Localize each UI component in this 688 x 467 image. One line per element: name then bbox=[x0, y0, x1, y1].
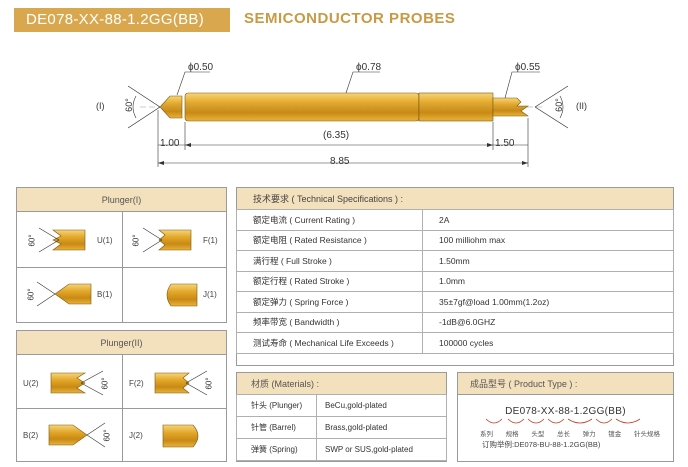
product-type-title: 成品型号 ( Product Type ) : bbox=[458, 373, 673, 395]
end-label-right: (II) bbox=[576, 101, 587, 111]
angle-left-label: 60° bbox=[123, 98, 134, 112]
material-label: 弹簧 (Spring) bbox=[236, 438, 317, 461]
tip-u1-icon bbox=[38, 227, 86, 253]
spec-value: 100 milliohm max bbox=[422, 229, 674, 251]
part-tip: 针头规格 bbox=[633, 431, 660, 438]
spec-label: 额定电流 ( Current Rating ) bbox=[236, 209, 423, 231]
spec-label: 额定行程 ( Rated Stroke ) bbox=[236, 270, 423, 292]
angle-b2: 60° bbox=[102, 429, 112, 442]
material-label: 针管 (Barrel) bbox=[236, 416, 317, 439]
spec-label: 测试寿命 ( Mechanical Life Exceeds ) bbox=[236, 332, 423, 354]
part-force: 弹力 bbox=[582, 431, 596, 438]
material-value: BeCu,gold-plated bbox=[316, 394, 447, 417]
product-code-brackets bbox=[485, 418, 641, 424]
spec-value: 100000 cycles bbox=[422, 332, 674, 354]
materials-title: 材质 (Materials) : bbox=[237, 373, 446, 395]
angle-f1: 60° bbox=[131, 234, 141, 247]
dia-barrel-label: ϕ0.78 bbox=[356, 62, 382, 73]
spec-value: 1.0mm bbox=[422, 270, 674, 292]
angle-f2: 60° bbox=[204, 377, 214, 390]
spec-row: 频率带宽 ( Bandwidth )-1dB@6.0GHZ bbox=[236, 311, 674, 333]
code-u2: U(2) bbox=[23, 379, 39, 388]
spec-row: 满行程 ( Full Stroke )1.50mm bbox=[236, 250, 674, 272]
specs-table: 额定电流 ( Current Rating )2A 额定电阻 ( Rated R… bbox=[236, 209, 674, 354]
materials-table: 针头 (Plunger)BeCu,gold-plated 针管 (Barrel)… bbox=[236, 394, 447, 461]
material-label: 针头 (Plunger) bbox=[236, 394, 317, 417]
tip-f1-icon bbox=[142, 227, 192, 253]
spec-label: 满行程 ( Full Stroke ) bbox=[236, 250, 423, 272]
model-badge: DE078-XX-88-1.2GG(BB) bbox=[14, 8, 230, 32]
end-label-left: (I) bbox=[96, 101, 105, 111]
material-row: 弹簧 (Spring)SWP or SUS,gold-plated bbox=[236, 438, 447, 461]
part-plating: 镀金 bbox=[608, 431, 622, 438]
code-b2: B(2) bbox=[23, 431, 39, 440]
material-value: Brass,gold-plated bbox=[316, 416, 447, 439]
spec-value: -1dB@6.0GHZ bbox=[422, 311, 674, 333]
spec-value: 35±7gf@load 1.00mm(1.2oz) bbox=[422, 291, 674, 313]
angle-b1: 60° bbox=[26, 288, 36, 301]
tip-b2-icon bbox=[48, 422, 106, 448]
code-u1: U(1) bbox=[97, 236, 113, 245]
code-f1: F(1) bbox=[203, 236, 218, 245]
plunger1-panel: Plunger(I) 60° U(1) 60° F(1) 60° B(1) J(… bbox=[16, 187, 227, 323]
specs-panel: 技术要求 ( Technical Specifications ) : 额定电流… bbox=[236, 187, 674, 366]
dim-left: 1.00 bbox=[160, 138, 180, 149]
spec-label: 频率带宽 ( Bandwidth ) bbox=[236, 311, 423, 333]
part-spec: 规格 bbox=[505, 431, 519, 438]
code-f2: F(2) bbox=[129, 379, 144, 388]
order-example: 订购举例:DE078-BU-88-1.2GG(BB) bbox=[482, 440, 601, 449]
materials-panel: 材质 (Materials) : 针头 (Plunger)BeCu,gold-p… bbox=[236, 372, 447, 462]
part-series: 系列 bbox=[480, 431, 493, 438]
product-code: DE078-XX-88-1.2GG(BB) bbox=[505, 406, 626, 417]
dim-mid: (6.35) bbox=[323, 130, 350, 141]
dia-tail-label: ϕ0.55 bbox=[515, 62, 541, 73]
angle-u2: 60° bbox=[100, 377, 110, 390]
angle-right-label: 60° bbox=[553, 98, 564, 112]
code-j2: J(2) bbox=[129, 431, 143, 440]
tip-b1-icon bbox=[36, 281, 92, 307]
part-length: 总长 bbox=[556, 431, 570, 438]
plunger2-title: Plunger(II) bbox=[17, 331, 226, 355]
spec-value: 1.50mm bbox=[422, 250, 674, 272]
tip-u2-icon bbox=[50, 370, 104, 396]
series-title: SEMICONDUCTOR PROBES bbox=[244, 10, 456, 27]
spec-row: 额定电阻 ( Rated Resistance )100 milliohm ma… bbox=[236, 229, 674, 251]
material-value: SWP or SUS,gold-plated bbox=[316, 438, 447, 461]
dim-right: 1.50 bbox=[495, 138, 515, 149]
dim-total: 8.85 bbox=[330, 156, 350, 167]
part-head: 头型 bbox=[531, 431, 545, 438]
product-code-parts: 系列 规格 头型 总长 弹力 镀金 针头规格 bbox=[480, 428, 660, 438]
tip-f2-icon bbox=[154, 370, 208, 396]
plunger2-panel: Plunger(II) U(2) 60° F(2) 60° B(2) 60° J… bbox=[16, 330, 227, 462]
spec-row: 测试寿命 ( Mechanical Life Exceeds )100000 c… bbox=[236, 332, 674, 354]
spec-row: 额定弹力 ( Spring Force )35±7gf@load 1.00mm(… bbox=[236, 291, 674, 313]
plunger1-title: Plunger(I) bbox=[17, 188, 226, 212]
spec-label: 额定弹力 ( Spring Force ) bbox=[236, 291, 423, 313]
dia-tip-label: ϕ0.50 bbox=[188, 62, 214, 73]
tip-j1-icon bbox=[166, 283, 198, 307]
specs-title: 技术要求 ( Technical Specifications ) : bbox=[237, 188, 673, 210]
material-row: 针管 (Barrel)Brass,gold-plated bbox=[236, 416, 447, 439]
angle-u1: 60° bbox=[27, 234, 37, 247]
spec-label: 额定电阻 ( Rated Resistance ) bbox=[236, 229, 423, 251]
product-type-panel: 成品型号 ( Product Type ) : DE078-XX-88-1.2G… bbox=[457, 372, 674, 462]
spec-row: 额定行程 ( Rated Stroke )1.0mm bbox=[236, 270, 674, 292]
material-row: 针头 (Plunger)BeCu,gold-plated bbox=[236, 394, 447, 417]
code-b1: B(1) bbox=[97, 290, 113, 299]
code-j1: J(1) bbox=[203, 290, 217, 299]
probe-drawing bbox=[127, 71, 569, 167]
tip-j2-icon bbox=[162, 424, 199, 448]
spec-row: 额定电流 ( Current Rating )2A bbox=[236, 209, 674, 231]
spec-value: 2A bbox=[422, 209, 674, 231]
